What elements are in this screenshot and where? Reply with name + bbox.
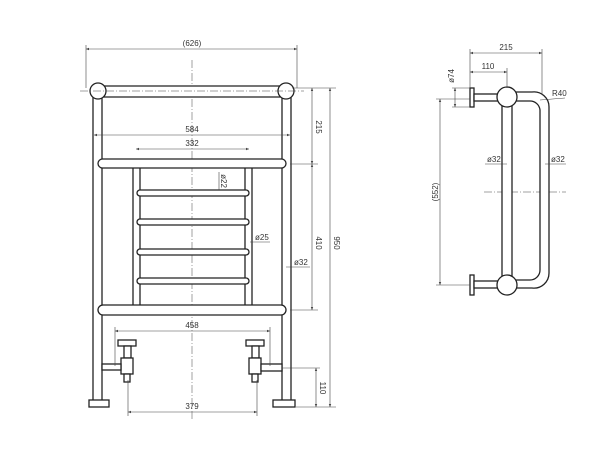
dim-tube-dia-right: ø32 — [551, 155, 565, 164]
dim-overall-width: (626) — [183, 39, 202, 48]
left-valve — [101, 339, 137, 383]
left-stile — [132, 165, 141, 309]
bottom-spigot — [473, 280, 499, 289]
dim-leg-dia: ø32 — [294, 258, 308, 267]
bottom-boss — [496, 274, 518, 296]
top-boss — [496, 86, 518, 108]
mid-rail — [97, 158, 287, 169]
rung — [136, 218, 250, 226]
dim-stile-dia: ø25 — [255, 233, 269, 242]
dim-ladder-width: 332 — [185, 139, 199, 148]
rung — [136, 189, 250, 197]
top-rail — [92, 85, 292, 98]
dim-rung-dia: ø22 — [219, 174, 228, 188]
right-foot — [272, 399, 296, 408]
right-valve — [245, 339, 283, 383]
dim-ladder-height: 410 — [314, 236, 323, 250]
dim-top-to-mid: 215 — [314, 120, 323, 134]
dim-rail-width: 584 — [185, 125, 199, 134]
dim-bend-radius: R40 — [552, 89, 567, 98]
rung — [136, 248, 250, 256]
left-foot — [88, 399, 110, 408]
dim-overall-height: 950 — [332, 236, 341, 250]
dim-valve-span: 458 — [185, 321, 199, 330]
vertical-tube — [501, 96, 513, 285]
top-spigot — [473, 93, 499, 102]
dim-projection: 215 — [499, 43, 513, 52]
dim-wall-offset: 110 — [482, 62, 495, 71]
bottom-rail — [97, 304, 287, 316]
dim-plate-dia: ø74 — [447, 69, 456, 83]
front-view: (626) 584 332 215 410 950 110 458 379 ø2… — [80, 39, 341, 420]
dim-tube-dia-left: ø32 — [487, 155, 501, 164]
rung — [136, 277, 250, 285]
dim-leg-span: 379 — [185, 402, 199, 411]
left-leg — [92, 95, 103, 403]
dim-valve-height: 110 — [318, 382, 327, 395]
right-stile — [244, 165, 253, 309]
outer-u-tube — [511, 91, 550, 289]
right-leg — [281, 95, 292, 403]
side-view: 215 110 ø74 R40 ø32 ø32 (552) — [431, 43, 567, 296]
dim-bracket-centres: (552) — [431, 182, 440, 201]
